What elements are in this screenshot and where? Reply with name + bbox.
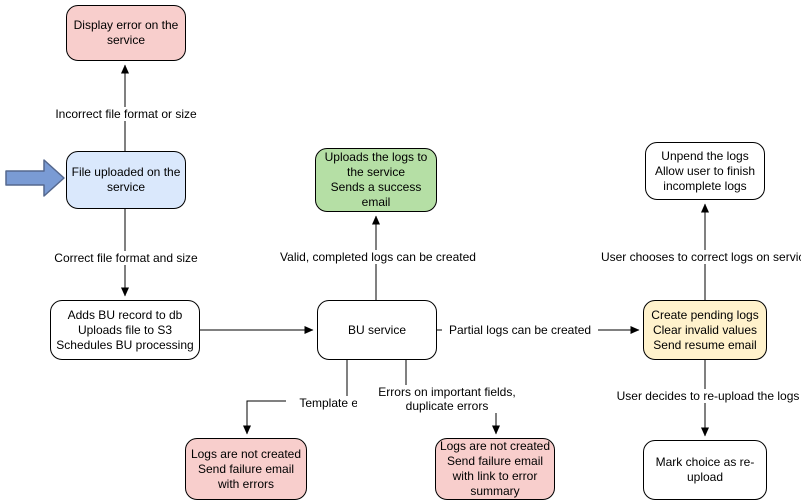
start-arrow-icon [5, 159, 65, 197]
edge-label-errors-important: Errors on important fields, duplicate er… [357, 385, 537, 413]
node-display-error: Display error on the service [66, 5, 186, 61]
edge-label-incorrect-file: Incorrect file format or size [41, 107, 211, 121]
edge-label-partial-logs: Partial logs can be created [442, 323, 598, 337]
node-bu-service: BU service [317, 300, 437, 360]
node-logs-not-created-errors: Logs are not created Send failure email … [185, 438, 307, 500]
node-mark-choice-reupload: Mark choice as re-upload [643, 440, 767, 500]
edge-label-user-chooses: User chooses to correct logs on service [591, 250, 801, 264]
node-unpend-logs: Unpend the logs Allow user to finish inc… [645, 142, 765, 200]
node-adds-bu-record: Adds BU record to db Uploads file to S3 … [50, 300, 200, 360]
node-file-uploaded: File uploaded on the service [66, 151, 186, 209]
edge-label-user-decides: User decides to re-upload the logs [603, 389, 801, 403]
node-logs-not-created-summary: Logs are not created Send failure email … [435, 438, 555, 500]
edge-label-valid-completed: Valid, completed logs can be created [268, 250, 488, 264]
node-create-pending-logs: Create pending logs Clear invalid values… [643, 300, 767, 360]
node-uploads-logs-success: Uploads the logs to the service Sends a … [315, 148, 437, 212]
edge-label-correct-file: Correct file format and size [41, 251, 211, 265]
